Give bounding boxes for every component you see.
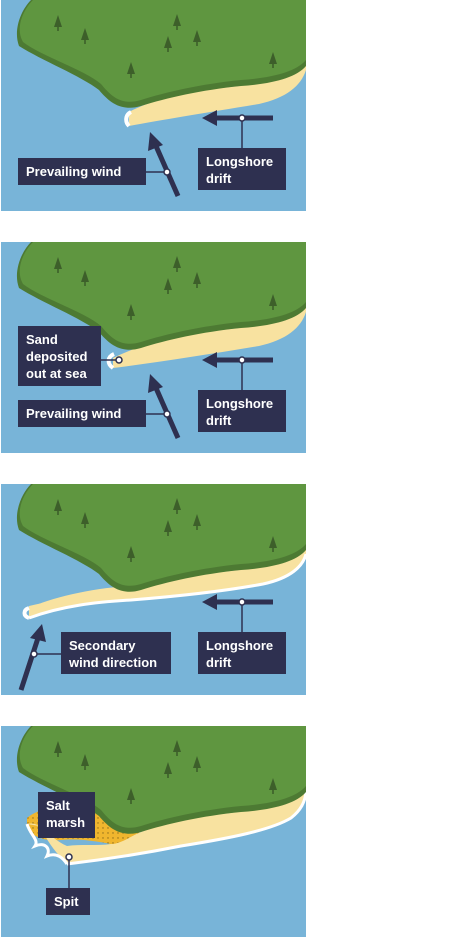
prevailing-wind-label: Prevailing wind	[18, 158, 146, 185]
sand-deposited-label: Sand deposited out at sea	[18, 326, 101, 386]
secondary-wind-arrow	[18, 624, 61, 691]
longshore-drift-arrow	[202, 594, 273, 632]
longshore-drift-arrow	[202, 110, 273, 148]
prevailing-wind-arrow	[146, 374, 181, 440]
panel-2-sand-deposited: Sand deposited out at sea Prevailing win…	[1, 242, 306, 453]
longshore-drift-arrow	[202, 352, 273, 390]
longshore-drift-label: Longshore drift	[198, 632, 286, 674]
prevailing-wind-arrow	[146, 132, 181, 198]
spit-pointer	[65, 853, 73, 888]
spit-growing	[29, 546, 306, 618]
longshore-drift-label: Longshore drift	[198, 390, 286, 432]
salt-marsh-label: Salt marsh	[38, 792, 95, 838]
panel-3-secondary-wind: Secondary wind direction Longshore drift	[1, 484, 306, 695]
beach	[113, 304, 306, 368]
deposit-pointer	[101, 356, 123, 364]
spit-label: Spit	[46, 888, 90, 915]
spit	[27, 786, 306, 864]
secondary-wind-label: Secondary wind direction	[61, 632, 171, 674]
prevailing-wind-label: Prevailing wind	[18, 400, 146, 427]
panel-1-prevailing-wind: Prevailing wind Longshore drift	[1, 0, 306, 211]
longshore-drift-label: Longshore drift	[198, 148, 286, 190]
beach	[129, 62, 306, 126]
panel-4-spit-salt-marsh: Salt marsh Spit	[1, 726, 306, 937]
